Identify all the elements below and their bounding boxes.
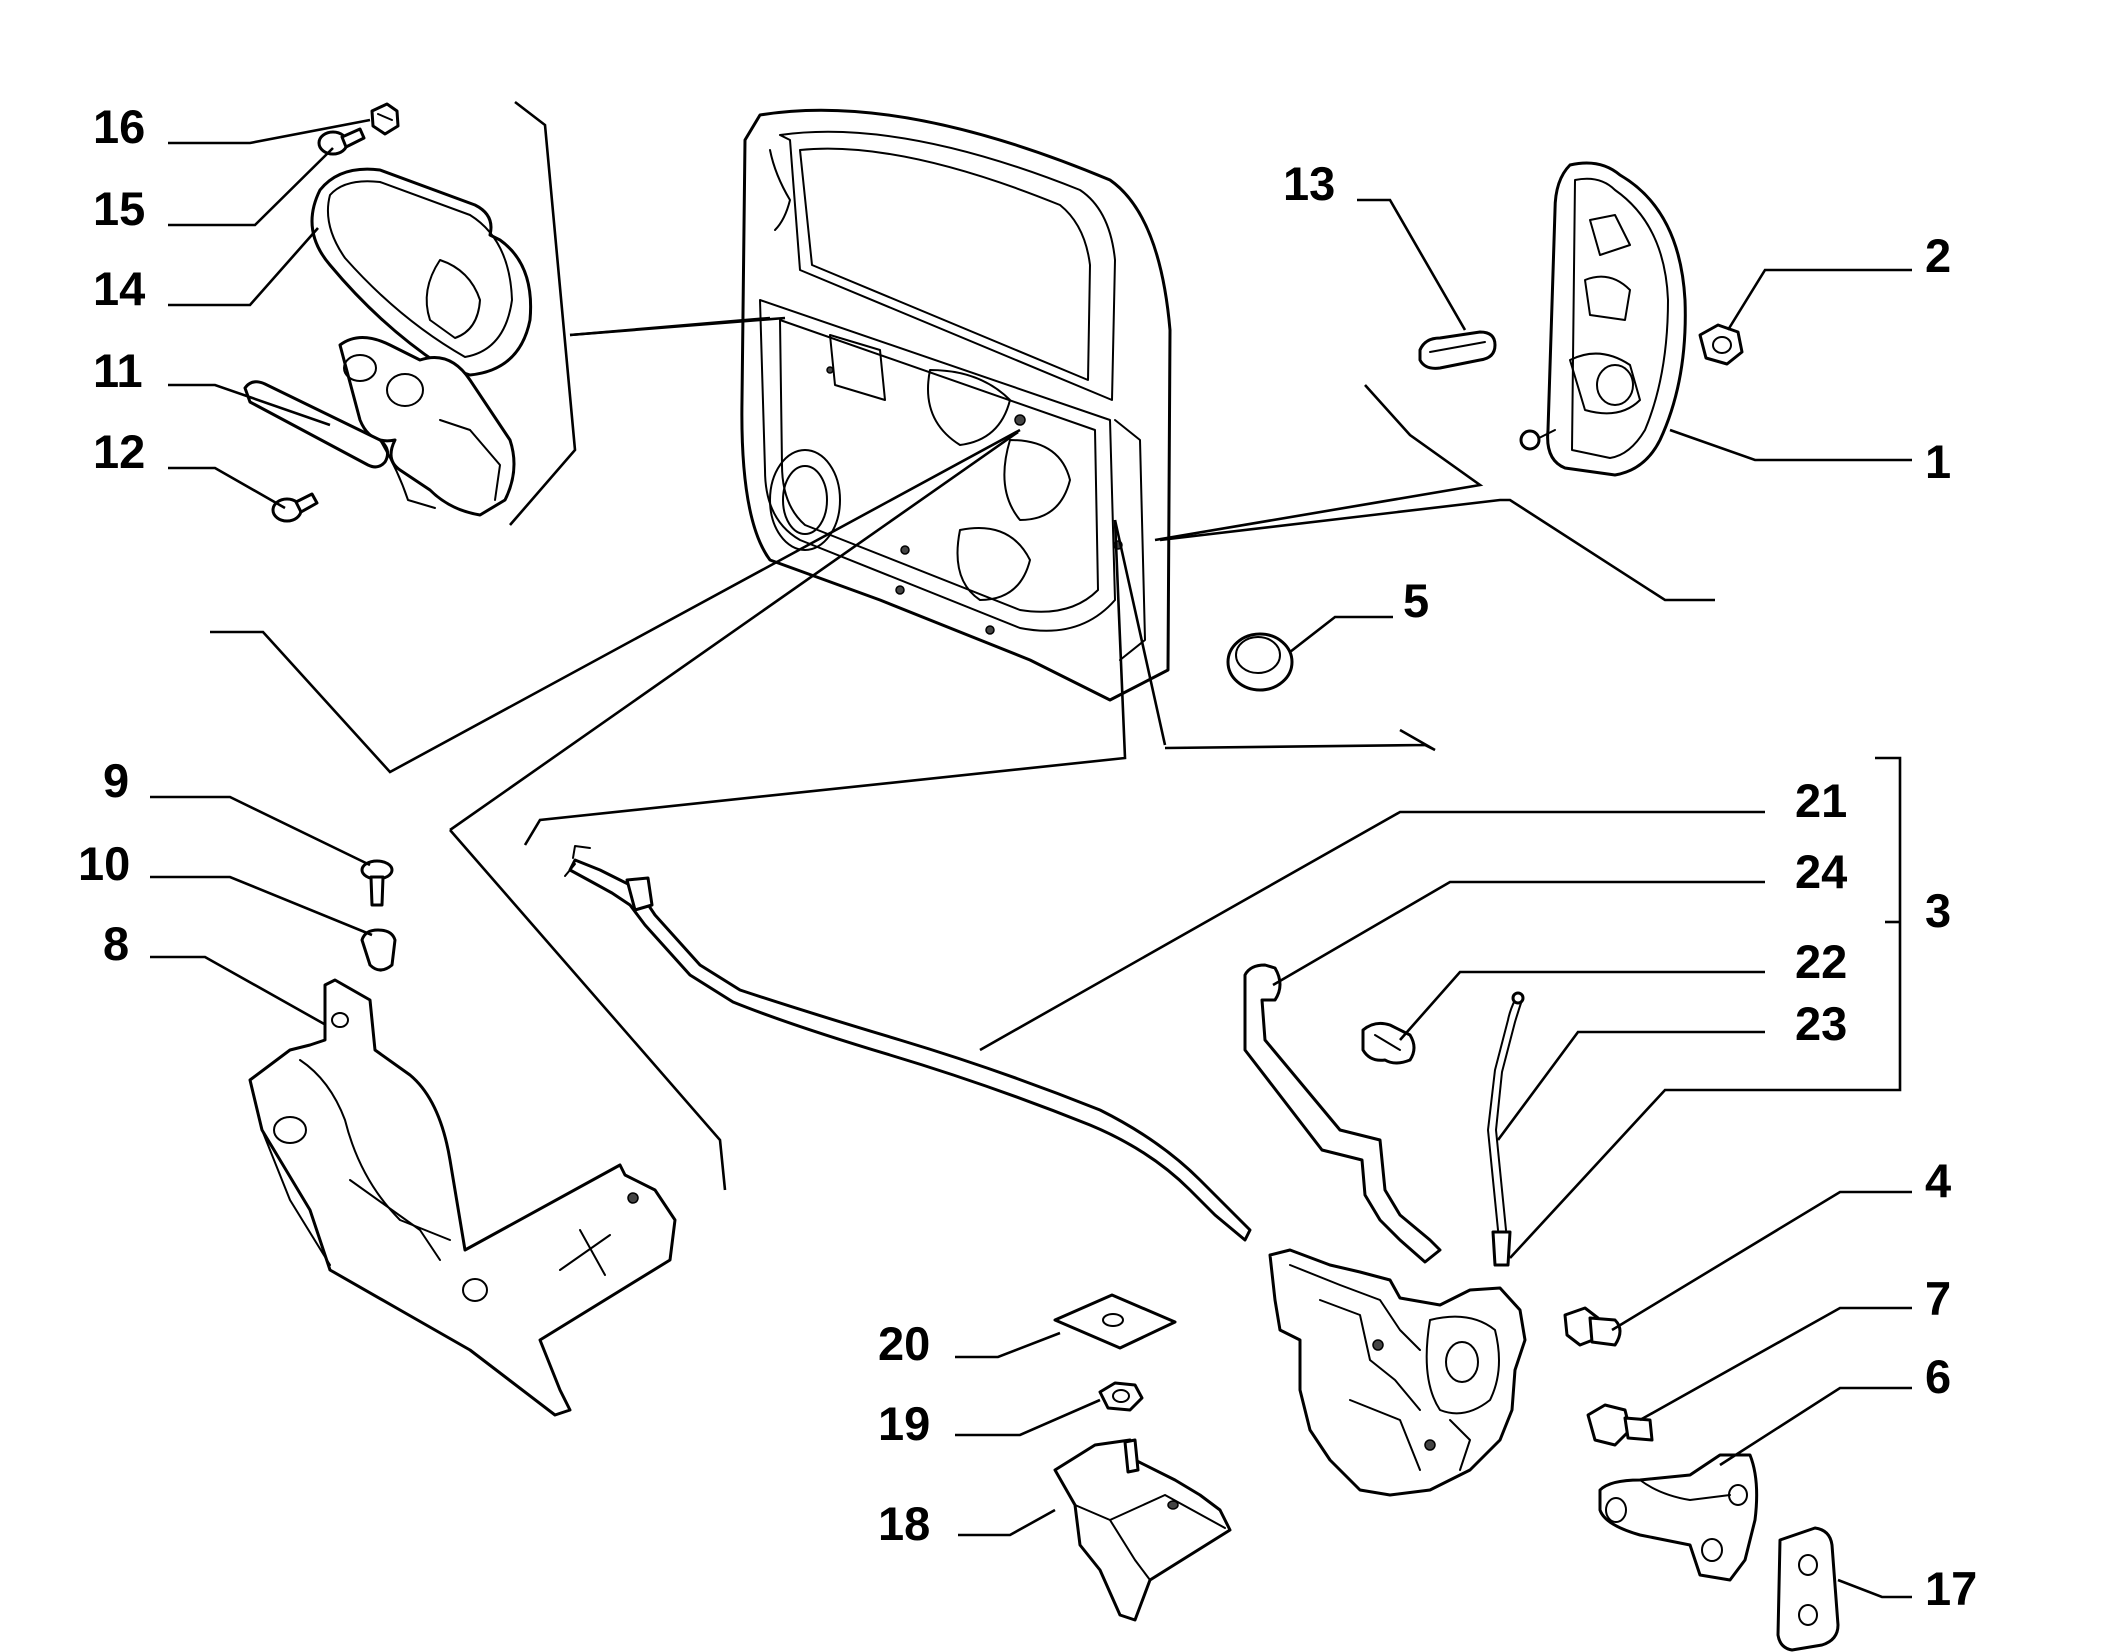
door-panel (740, 108, 1172, 702)
part-14-handle-housing (310, 167, 533, 377)
callout-16: 16 (93, 100, 145, 153)
part-6-striker (1598, 1453, 1759, 1582)
callout-14: 14 (93, 262, 145, 315)
callout-4: 4 (1925, 1154, 1951, 1207)
part-9-screw (360, 859, 394, 907)
part-1-exterior-handle (1519, 161, 1687, 477)
part-12-screw (271, 492, 319, 523)
part-11-inner-handle (243, 336, 516, 517)
callout-2: 2 (1925, 229, 1951, 282)
callout-19: 19 (878, 1397, 930, 1450)
callout-9: 9 (103, 754, 129, 807)
part-3-lock (1268, 1248, 1527, 1497)
part-17-shim (1776, 1526, 1840, 1652)
part-7-bolt (1586, 1403, 1654, 1447)
part-15-screw (317, 127, 366, 156)
callout-3: 3 (1925, 884, 1951, 937)
part-4-bolt (1563, 1306, 1622, 1347)
callout-21: 21 (1795, 774, 1847, 827)
callout-8: 8 (103, 917, 129, 970)
part-5-plug (1226, 632, 1294, 692)
leader-lines (150, 118, 1912, 1599)
callout-18: 18 (878, 1497, 930, 1550)
callout-22: 22 (1795, 935, 1847, 988)
part-22-clip (1361, 1021, 1416, 1065)
callout-23: 23 (1795, 997, 1847, 1050)
callout-7: 7 (1925, 1272, 1951, 1325)
part-23-cable (1487, 991, 1525, 1267)
part-21-cable (564, 845, 1252, 1242)
callout-13: 13 (1283, 157, 1335, 210)
part-2-nut (1698, 323, 1744, 366)
callout-labels: 16 15 14 11 12 13 2 1 5 9 10 8 21 24 3 2… (78, 100, 1977, 1615)
part-19-nut (1098, 1381, 1144, 1412)
callout-12: 12 (93, 425, 145, 478)
part-24-rod (1243, 963, 1442, 1264)
part-20-pad (1053, 1293, 1177, 1350)
part-13-seal (1418, 330, 1497, 370)
callout-6: 6 (1925, 1350, 1951, 1403)
callout-24: 24 (1795, 845, 1847, 898)
callout-10: 10 (78, 837, 130, 890)
callout-20: 20 (878, 1317, 930, 1370)
callout-17: 17 (1925, 1562, 1977, 1615)
callout-15: 15 (93, 182, 145, 235)
explode-lines (210, 100, 1715, 1191)
callout-1: 1 (1925, 435, 1951, 488)
part-10-clip (360, 928, 397, 972)
callout-5: 5 (1403, 574, 1429, 627)
part-18-bracket (1053, 1438, 1232, 1622)
part-16-clip (370, 102, 400, 136)
callout-11: 11 (93, 344, 143, 397)
part-8-bracket (248, 978, 677, 1417)
